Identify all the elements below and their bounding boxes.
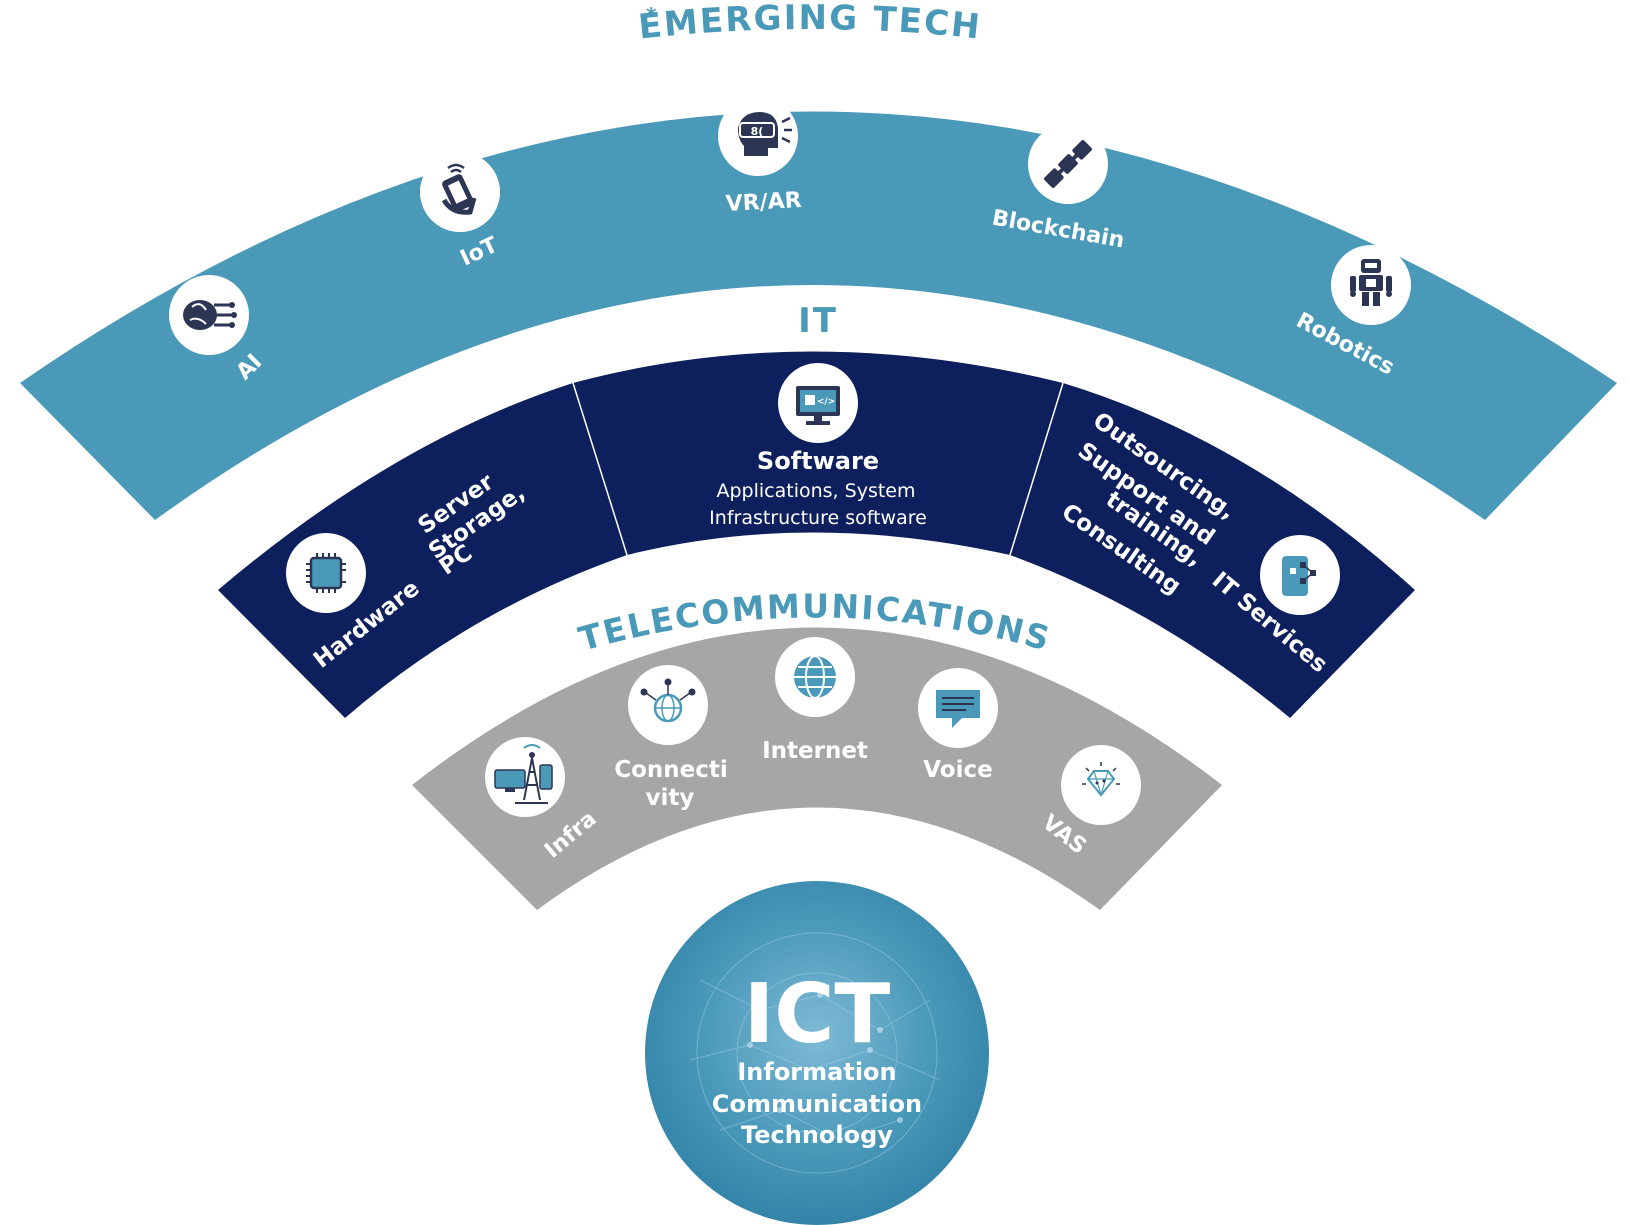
it-divider-left [572,382,628,556]
chip-icon [306,553,346,593]
telecom-label-connectivity-2: vity [646,785,695,811]
telecom-item-connectivity: Connecti vity [614,665,728,811]
hand-phone-icon [441,163,477,215]
telecom-label-connectivity-1: Connecti [614,757,728,783]
it-title: IT [798,301,838,341]
emerging-item-vrar: 8( VR/AR [718,96,802,217]
vr-headset-icon: 8( [738,112,792,156]
connectivity-globe-icon [640,678,696,723]
chain-icon [1044,140,1092,188]
core-line-information: Information [737,1058,896,1086]
ict-core: ICT Information Communication Technology [645,881,989,1225]
software-title: Software [757,447,879,475]
it-divider-right [1009,382,1064,556]
emerging-tech-star: * [646,3,658,27]
it-software-segment [573,351,1063,555]
telecom-band [412,627,1222,910]
emerging-item-iot: IoT [420,152,502,272]
chat-bubble-icon [936,690,980,728]
brain-circuit-icon [183,300,237,330]
telecom-label-internet: Internet [762,738,868,764]
core-line-technology: Technology [741,1121,893,1149]
svg-text:</>: </> [817,397,835,407]
mobile-network-icon [1282,556,1316,596]
robot-icon [1350,259,1392,306]
it-hardware-segment [218,383,627,718]
tower-icon [494,744,553,804]
software-line-applications: Applications, System [717,480,916,502]
telecom-item-internet: Internet [762,637,868,764]
emerging-item-ai: AI [169,275,267,385]
monitor-code-icon: </> [796,386,840,425]
emerging-tech-band [20,111,1617,520]
telecom-label-voice: Voice [923,757,992,783]
emerging-tech-title: EMERGING TECH [636,0,983,48]
emerging-label-vrar: VR/AR [725,188,802,217]
diamond-icon [1082,762,1120,797]
it-software: </> Software Applications, System Infras… [709,363,927,529]
globe-icon [794,655,836,699]
core-title: ICT [744,967,891,1062]
software-line-infrastructure: Infrastructure software [709,507,927,529]
it-services-segment [1010,383,1415,718]
svg-text:8(: 8( [751,125,764,138]
core-line-communication: Communication [712,1090,922,1118]
telecom-item-voice: Voice [918,668,998,783]
